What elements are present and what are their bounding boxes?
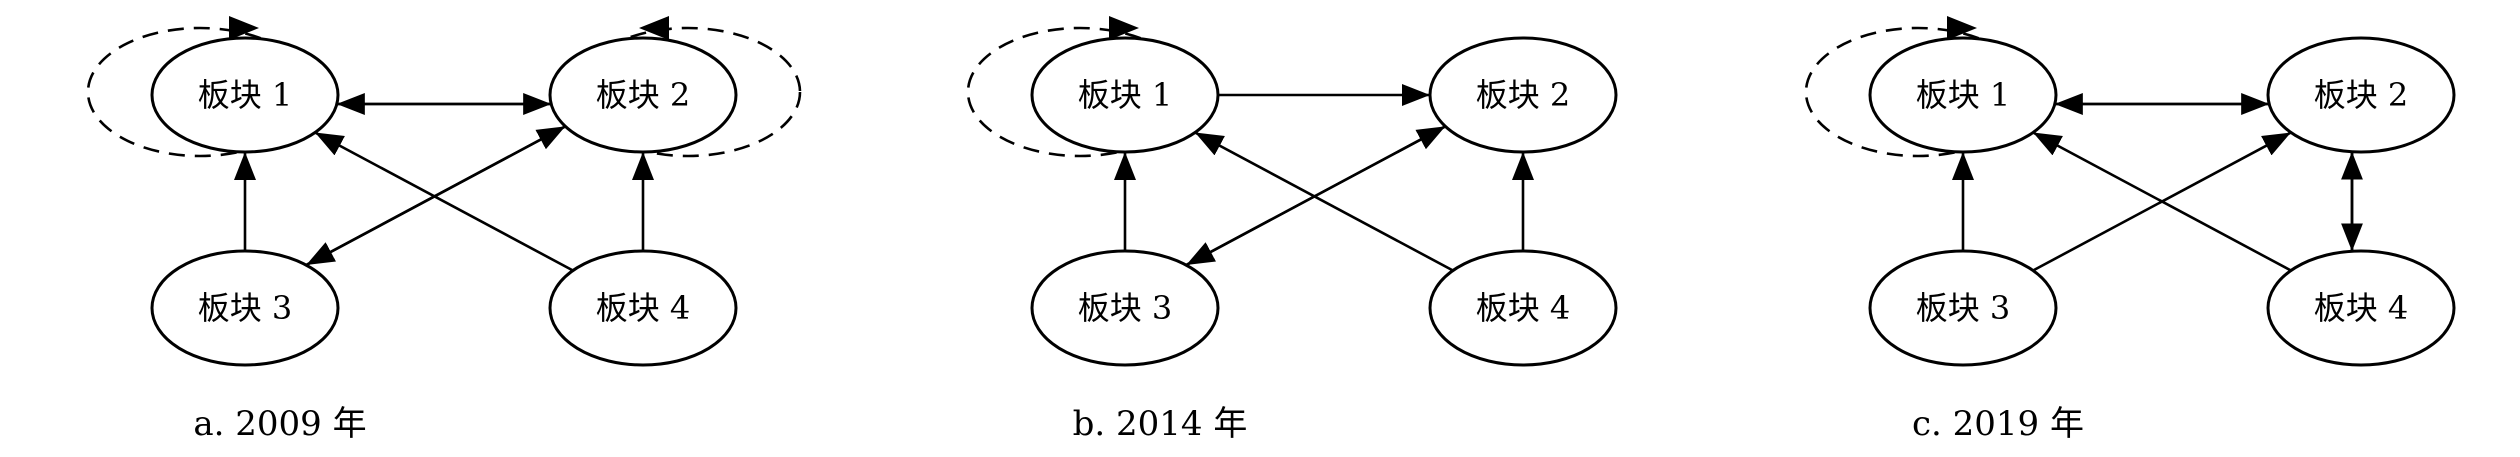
self-loop-arrowhead <box>1109 16 1139 40</box>
node-ellipse <box>1428 249 1618 367</box>
node-n4: 板块 4 <box>2266 249 2456 367</box>
node-label: 板块 1 <box>1916 76 2011 114</box>
node-n1: 板块 1 <box>150 36 340 154</box>
node-n4: 板块 4 <box>1428 249 1618 367</box>
node-label: 板块 3 <box>198 289 293 327</box>
node-n1: 板块 1 <box>1868 36 2058 154</box>
node-label: 板块 3 <box>1916 289 2011 327</box>
node-ellipse <box>2266 249 2456 367</box>
panel-caption: c. 2019 年 <box>1912 404 2084 444</box>
node-label: 板块 1 <box>198 76 293 114</box>
node-ellipse <box>2266 36 2456 154</box>
node-n2: 板块 2 <box>548 36 738 154</box>
node-ellipse <box>548 36 738 154</box>
node-label: 板块 4 <box>2314 289 2409 327</box>
node-ellipse <box>150 249 340 367</box>
panel-a: 板块 1 板块 2 板块 3 板块 4 a. 2009 年 <box>86 16 802 444</box>
node-label: 板块 1 <box>1078 76 1173 114</box>
node-ellipse <box>1030 36 1220 154</box>
node-label: 板块 2 <box>596 76 691 114</box>
self-loop-arrowhead <box>1947 16 1977 40</box>
node-n2: 板块 2 <box>1428 36 1618 154</box>
node-label: 板块 4 <box>596 289 691 327</box>
node-n1: 板块 1 <box>1030 36 1220 154</box>
node-label: 板块 2 <box>2314 76 2409 114</box>
node-ellipse <box>1868 36 2058 154</box>
node-label: 板块 4 <box>1476 289 1571 327</box>
self-loop-n2 <box>574 26 802 158</box>
edge-n3-to-n2 <box>2032 131 2292 272</box>
panel-c: 板块 1 板块 2 板块 3 板块 4 c. 2019 年 <box>1804 16 2456 444</box>
self-loop-arrowhead <box>639 16 669 40</box>
node-n3: 板块 3 <box>1868 249 2058 367</box>
node-label: 板块 3 <box>1078 289 1173 327</box>
node-ellipse <box>1428 36 1618 154</box>
node-ellipse <box>548 249 738 367</box>
node-ellipse <box>1030 249 1220 367</box>
node-label: 板块 2 <box>1476 76 1571 114</box>
edge-n2-to-n3 <box>1185 125 1446 267</box>
node-n2: 板块 2 <box>2266 36 2456 154</box>
node-ellipse <box>1868 249 2058 367</box>
node-n3: 板块 3 <box>150 249 340 367</box>
node-ellipse <box>150 36 340 154</box>
node-n3: 板块 3 <box>1030 249 1220 367</box>
edge-n2-to-n3 <box>305 125 566 267</box>
self-loop-arrowhead <box>229 16 259 40</box>
panel-caption: a. 2009 年 <box>193 404 366 444</box>
edge-n4-to-n1 <box>314 131 574 272</box>
node-n4: 板块 4 <box>548 249 738 367</box>
edge-n4-to-n1 <box>1194 131 1454 272</box>
panel-caption: b. 2014 年 <box>1073 404 1248 444</box>
panel-b: 板块 1 板块 2 板块 3 板块 4 b. 2014 年 <box>966 16 1618 444</box>
